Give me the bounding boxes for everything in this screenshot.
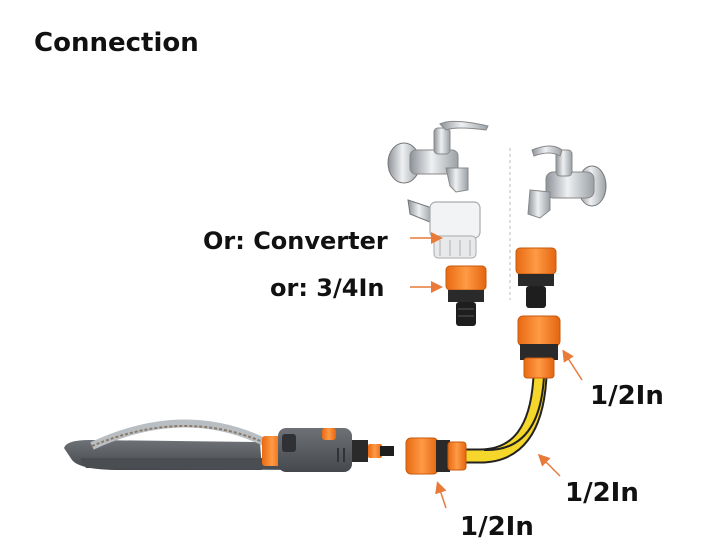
converter-fitting <box>407 199 481 259</box>
faucet-adapter-right <box>515 247 557 308</box>
hose-connector-top <box>517 315 561 379</box>
adapter-3-4-fitting <box>445 265 487 326</box>
arrow-half-top <box>562 349 583 381</box>
faucet-right <box>527 145 607 219</box>
label-half-inch-top: 1/2In <box>590 381 664 411</box>
faucet-left <box>387 120 489 193</box>
label-half-inch-bottom: 1/2In <box>460 512 534 542</box>
garden-hose <box>460 375 548 464</box>
arrow-half-bottom <box>435 481 447 509</box>
label-adapter-3-4: or: 3/4In <box>270 274 385 302</box>
arrow-half-middle <box>537 453 561 477</box>
hose-connector-bottom <box>405 437 467 475</box>
oscillating-sprinkler <box>64 419 394 472</box>
label-half-inch-middle: 1/2In <box>565 478 639 508</box>
label-converter: Or: Converter <box>203 227 388 255</box>
page-title: Connection <box>34 28 199 58</box>
